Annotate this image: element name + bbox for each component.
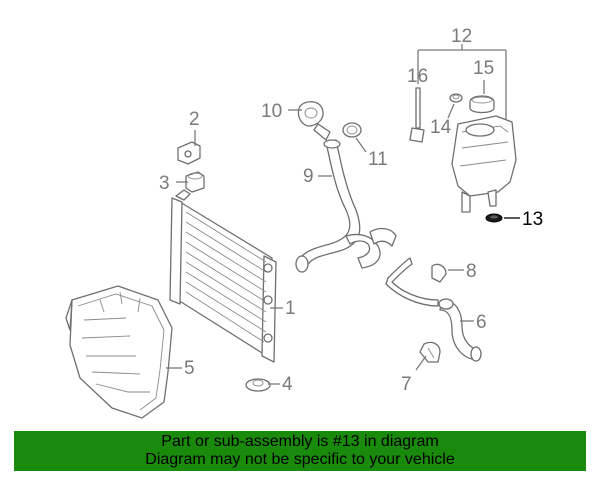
callout-5: 5 <box>184 358 195 379</box>
callout-8: 8 <box>466 261 477 282</box>
callout-13: 13 <box>522 209 543 230</box>
callout-11: 11 <box>368 149 388 170</box>
callout-1: 1 <box>285 298 296 319</box>
part-8-hose-clip <box>385 257 447 307</box>
part-1-radiator <box>169 189 277 363</box>
leader-lines <box>166 44 520 385</box>
leader-12 <box>417 44 507 120</box>
part-13-seal-ring <box>485 213 503 223</box>
leader-11 <box>355 137 367 153</box>
callout-6: 6 <box>476 312 487 333</box>
part-9-upper-hose <box>295 139 397 273</box>
part-4-lower-mount <box>245 378 271 392</box>
callout-9: 9 <box>303 166 314 187</box>
callout-7: 7 <box>401 374 412 395</box>
banner-line-1: Part or sub-assembly is #13 in diagram <box>161 433 439 450</box>
banner-line-2: Diagram may not be specific to your vehi… <box>145 451 455 468</box>
part-7-clip <box>419 341 441 363</box>
callout-10: 10 <box>261 101 282 122</box>
leader-7 <box>415 355 427 371</box>
part-6-lower-hose <box>438 298 482 362</box>
callout-4: 4 <box>282 374 293 395</box>
callout-3: 3 <box>159 173 170 194</box>
callout-2: 2 <box>189 109 200 130</box>
part-14-nut <box>449 93 463 103</box>
part-15-cap <box>469 95 495 114</box>
part-12-expansion-tank <box>451 115 517 213</box>
callout-12: 12 <box>451 26 472 47</box>
part-3-mount <box>185 171 205 193</box>
part-10-fitting <box>297 101 331 141</box>
callout-labels: 1 2 3 4 5 6 7 8 9 10 11 12 13 14 15 16 <box>159 26 543 395</box>
part-11-clamp <box>342 122 362 138</box>
leader-14 <box>447 103 455 119</box>
part-16-sensor <box>409 87 425 143</box>
callout-14: 14 <box>430 117 452 138</box>
callout-16: 16 <box>407 66 428 87</box>
callout-15: 15 <box>473 58 494 79</box>
part-5-fan-shroud <box>65 285 173 419</box>
part-2-bracket <box>177 141 201 165</box>
notice-banner: Part or sub-assembly is #13 in diagram D… <box>14 431 586 471</box>
